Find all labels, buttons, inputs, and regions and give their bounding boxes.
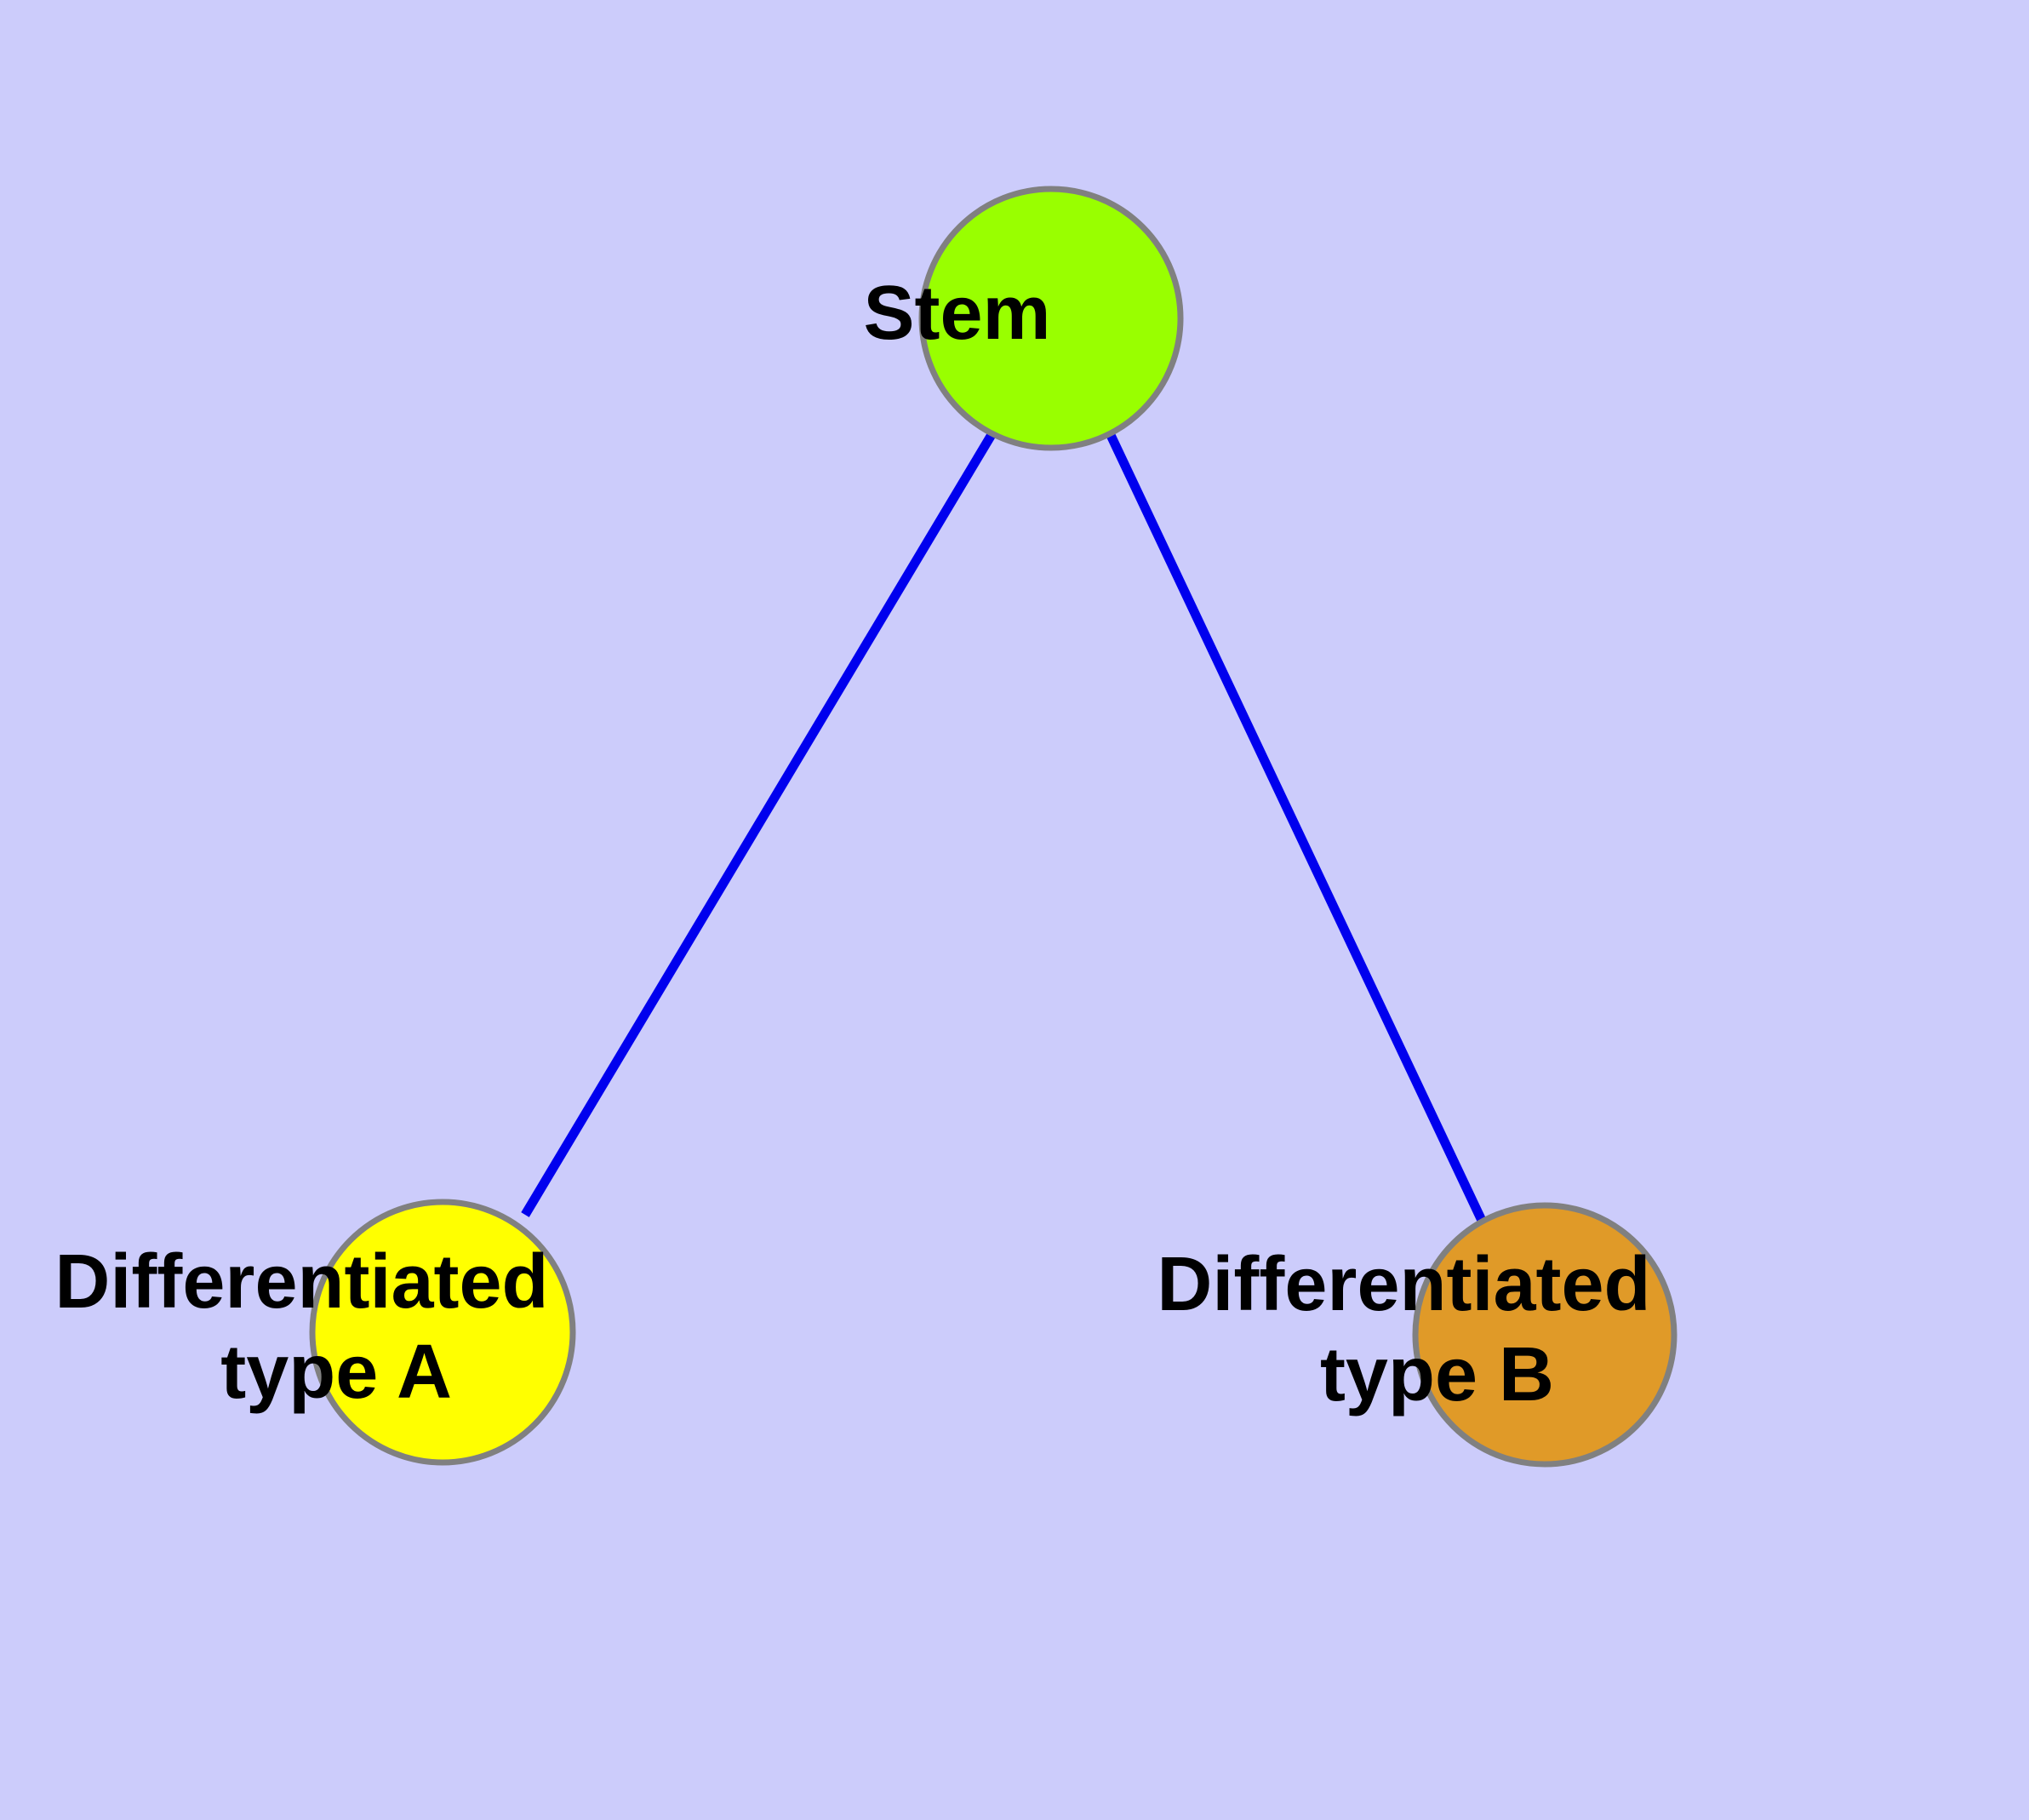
node-differentiated-type-b[interactable]: Differentiated type B	[1157, 1202, 1884, 1468]
node-stem[interactable]: Stem	[863, 186, 1242, 451]
node-differentiated-type-b-label-line-2: type B	[1320, 1332, 1554, 1417]
node-differentiated-type-a[interactable]: Differentiated type A	[54, 1199, 782, 1466]
node-layer: Stem Differentiated type A Differentiate…	[54, 186, 1884, 1468]
node-stem-circle[interactable]	[918, 186, 1184, 451]
node-differentiated-type-a-label-line-2: type A	[220, 1330, 450, 1415]
node-differentiated-type-a-circle[interactable]	[309, 1199, 576, 1466]
edge-stem-to-differentiated-type-b[interactable]	[1106, 431, 1489, 1228]
edge-stem-to-differentiated-type-a[interactable]	[521, 431, 997, 1217]
node-differentiated-type-b-label-line-1: Differentiated	[1157, 1242, 1650, 1327]
node-differentiated-type-b-circle[interactable]	[1412, 1202, 1677, 1468]
node-differentiated-type-a-label: Differentiated type A	[54, 1239, 782, 1415]
edge-layer	[521, 431, 1489, 1228]
node-differentiated-type-b-label: Differentiated type B	[1157, 1242, 1884, 1417]
node-stem-label: Stem	[863, 271, 1242, 356]
node-differentiated-type-a-label-line-1: Differentiated	[54, 1239, 548, 1325]
node-stem-label-line-1: Stem	[863, 271, 1050, 356]
